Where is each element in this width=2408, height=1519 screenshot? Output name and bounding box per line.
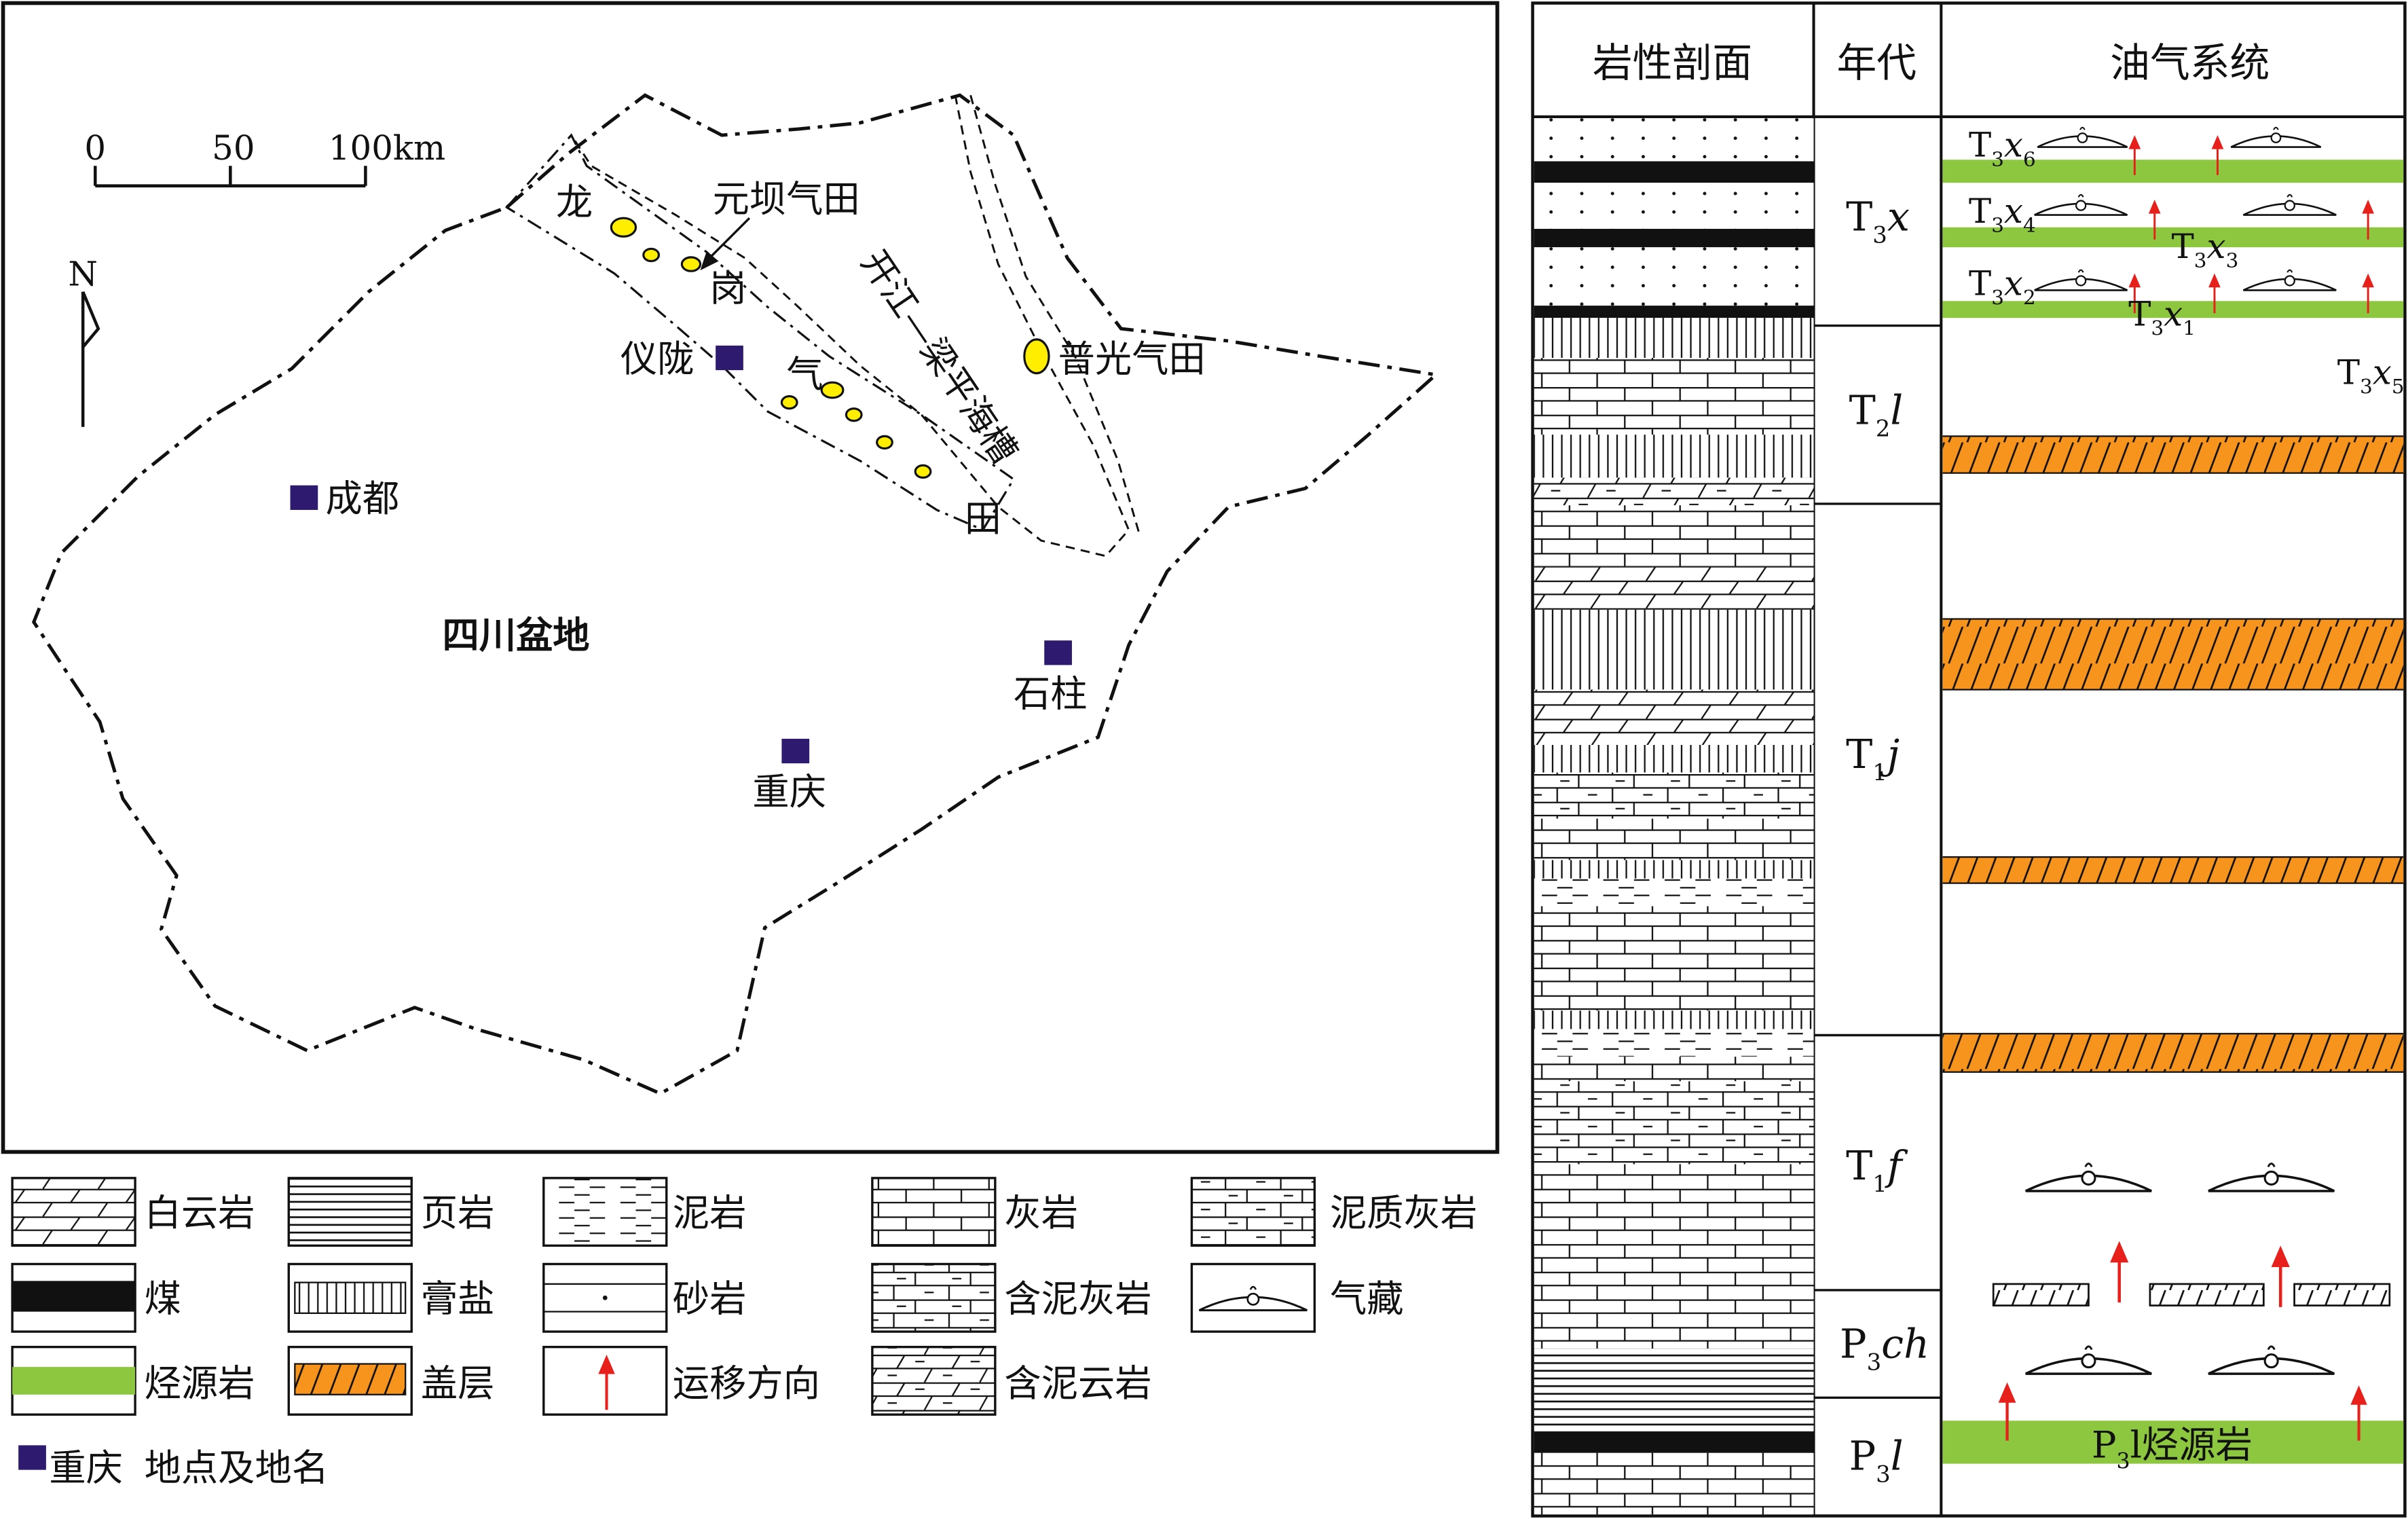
gas-field [780,395,798,410]
basin-outline [31,93,1440,1096]
caprock-band [1942,857,2404,883]
caprock-block [2149,1283,2265,1306]
city-marker-yilong [716,345,743,371]
legend-coal: 煤 [145,1278,181,1321]
member-x6: T3x6 [1969,126,2036,171]
gas-field-puguang [1023,338,1050,375]
gas-field [845,407,863,422]
scale-tick-0: 0 [84,128,106,168]
legend-swatch-shale [287,1177,413,1247]
gas-field [610,217,637,238]
legend-location-label: 地点及地名 [145,1446,329,1489]
header-age: 年代 [1836,39,1916,86]
source-band [1942,160,2404,183]
age-p3l: P3l [1849,1433,1904,1488]
member-x1: T3x1 [2128,295,2196,340]
legend-swatch-gypsum [294,1281,407,1315]
caprock-block [1992,1283,2090,1306]
source-band [1942,301,2404,318]
city-shizhu: 石柱 [1014,672,1088,715]
legend-swatch-limestone [871,1177,997,1247]
member-x4: T3x4 [1969,191,2036,237]
source-band [1942,227,2404,248]
gas-field [820,381,845,399]
legend-swatch-argillaceous-dolomite [871,1345,997,1416]
age-t2l: T2l [1849,386,1904,441]
longgang-char-2: 岗 [709,267,746,310]
legend-gas-reservoir: 气藏 [1330,1278,1404,1321]
legend-swatch-marly-limestone [1190,1177,1316,1247]
age-p3ch: P3ch [1840,1321,1929,1376]
trough-outline [570,94,1130,557]
legend-location-marker [18,1445,46,1470]
longgang-char-4: 田 [965,498,1001,541]
member-x3: T3x3 [2172,227,2239,272]
age-t3x: T3x [1846,193,1910,248]
map-panel: 0 50 100km N [1,1,1500,1154]
member-x5: T3x5 [2337,352,2405,398]
puguang-label: 普光气田 [1058,337,1206,380]
legend-swatch-migration [542,1345,668,1416]
scale-tick-100km: 100km [329,128,445,168]
legend-swatch-caprock [294,1363,407,1395]
strat-column: 岩性剖面 年代 油气系统 [1531,1,2407,1518]
city-chengdu: 成都 [326,477,400,520]
legend-argillaceous-limestone: 含泥灰岩 [1004,1278,1151,1321]
legend-sandstone: 砂岩 [673,1278,747,1321]
legend-marly-limestone: 泥质灰岩 [1330,1192,1477,1234]
legend-location-sample: 重庆 [49,1446,123,1489]
yuanba-pointer-head [700,251,719,271]
gas-field [914,464,932,479]
legend-dolomite: 白云岩 [145,1192,255,1234]
gas-field-cluster [610,217,1050,479]
caprock-block [2293,1283,2391,1306]
legend-caprock: 盖层 [421,1362,495,1405]
member-x2: T3x2 [1969,263,2036,309]
legend: 白云岩 页岩 泥岩 灰岩 泥质灰岩 煤 膏盐 砂岩 含泥灰岩 气藏 烃源岩 盖层 [11,1177,1477,1489]
petroleum-system: T3x6 T3x4 T3x3 T3x2 T3x1 T3x5 P3l烃源岩 [1942,126,2405,1474]
legend-limestone: 灰岩 [1004,1192,1078,1234]
gas-field [876,435,893,450]
caprock-band [1942,619,2404,690]
legend-gypsum-salt: 膏盐 [421,1278,495,1321]
source-band-p3l [1942,1421,2404,1464]
north-label: N [68,255,98,294]
legend-swatch-source-rock [12,1367,136,1395]
legend-migration: 运移方向 [673,1362,820,1405]
city-marker-shizhu [1044,640,1072,665]
caprock-band [1942,1033,2404,1072]
legend-argillaceous-dolomite: 含泥云岩 [1004,1362,1151,1405]
legend-swatch-mudstone [542,1177,668,1247]
legend-source-rock: 烃源岩 [145,1362,255,1405]
longgang-char-1: 龙 [556,181,593,224]
lithology-column [1534,118,1814,1515]
map-frame [1,1,1500,1154]
legend-swatch-dolomite [11,1177,136,1247]
yuanba-label: 元坝气田 [713,178,860,221]
city-chongqing: 重庆 [752,771,826,813]
legend-swatch-argillaceous-limestone [871,1262,997,1333]
city-marker-chongqing [781,738,810,764]
legend-shale: 页岩 [421,1192,495,1234]
legend-swatch-coal [12,1281,136,1312]
trough-outline-inner [969,94,1141,535]
header-lithology: 岩性剖面 [1593,39,1752,86]
gas-field [642,247,661,263]
legend-mudstone: 泥岩 [673,1192,747,1234]
p3l-source-label: P3l烃源岩 [2092,1424,2253,1474]
scale-tick-50: 50 [212,128,255,168]
city-marker-chengdu [290,485,318,510]
longgang-char-3: 气 [786,353,823,396]
city-yilong: 仪陇 [620,337,694,380]
north-arrow-icon: N [68,255,100,427]
caprock-band [1942,436,2404,473]
basin-label: 四川盆地 [442,614,589,657]
header-system: 油气系统 [2110,39,2270,86]
gas-field [680,256,702,272]
scale-bar: 0 50 100km [84,128,445,187]
